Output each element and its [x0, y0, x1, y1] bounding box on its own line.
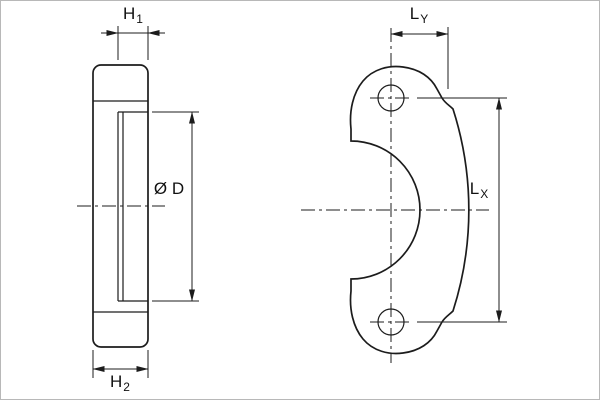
dimension-lx	[417, 97, 507, 323]
dimension-h2	[92, 350, 149, 378]
label-ly-sub: Y	[420, 12, 429, 26]
label-h1-sub: 1	[136, 12, 143, 26]
label-h2: H2	[98, 372, 142, 395]
dimension-ly	[390, 27, 449, 89]
dimension-h1	[101, 26, 165, 60]
label-diameter-text: Ø D	[153, 179, 185, 198]
label-diameter: Ø D	[149, 180, 189, 198]
label-lx-sub: X	[480, 187, 489, 201]
label-ly: LY	[397, 4, 441, 27]
label-h2-sub: 2	[123, 380, 130, 394]
label-h2-main: H	[110, 372, 123, 391]
label-lx: LX	[459, 179, 499, 202]
label-h1-main: H	[123, 4, 136, 23]
dimension-diameter	[152, 111, 199, 302]
label-lx-main: L	[469, 179, 480, 198]
label-ly-main: L	[409, 4, 420, 23]
centerlines	[77, 28, 489, 363]
label-h1: H1	[111, 4, 155, 27]
